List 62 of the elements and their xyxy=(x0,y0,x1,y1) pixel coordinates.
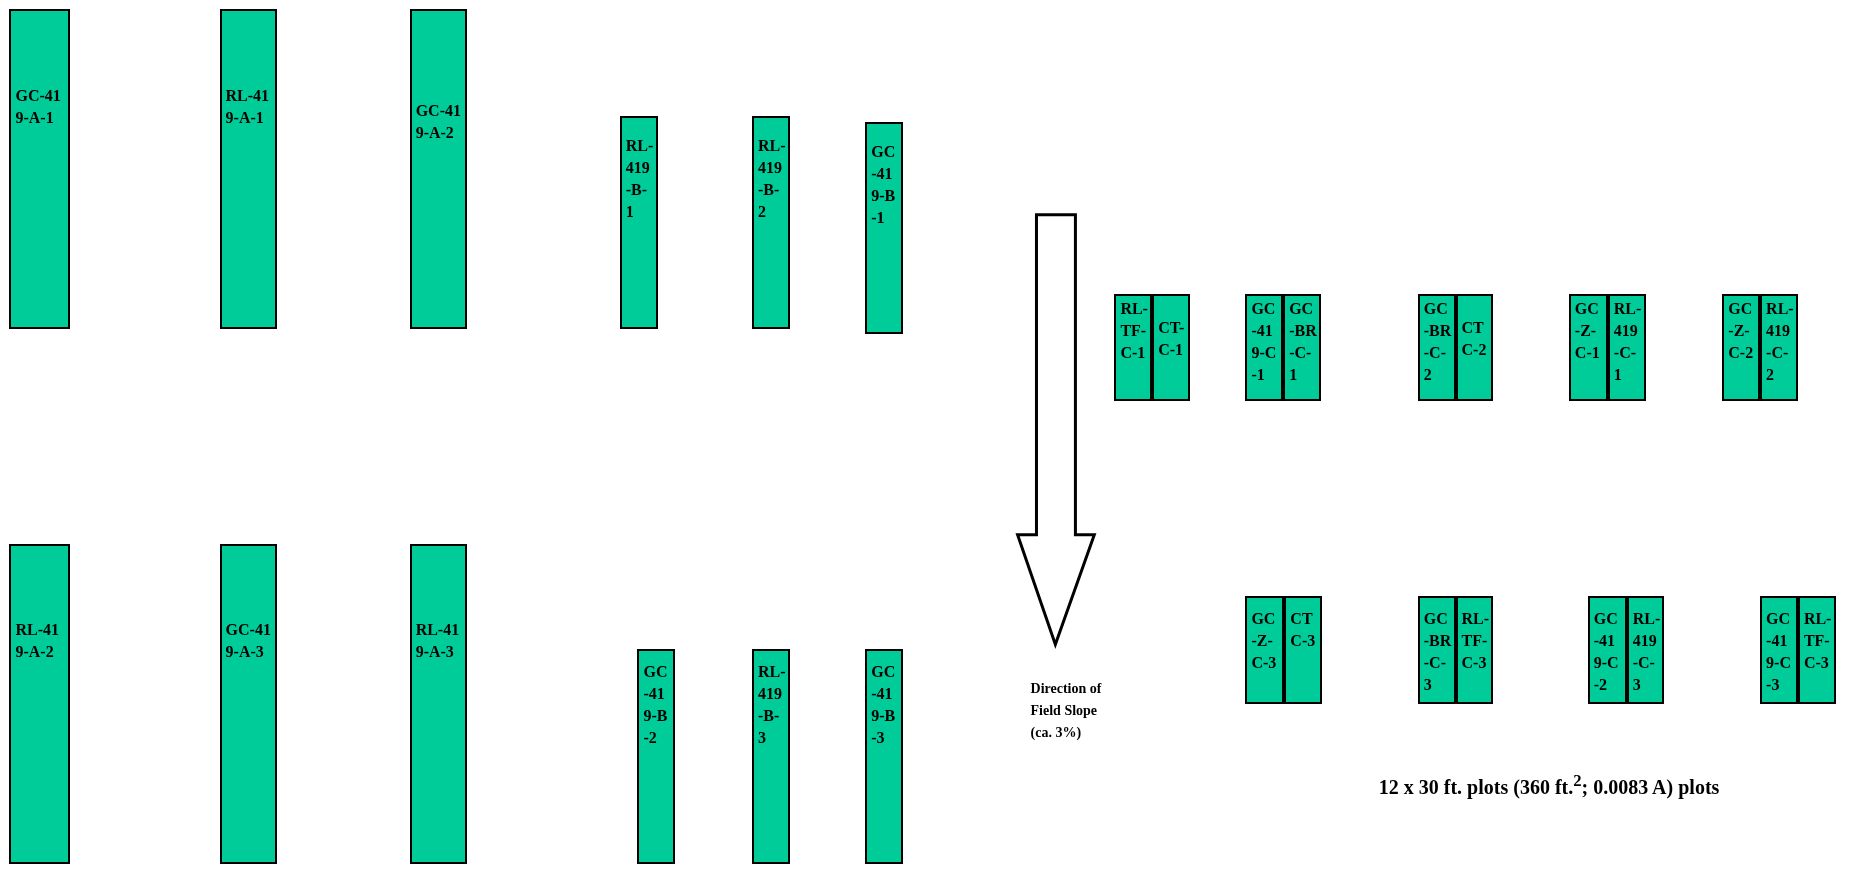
plot-box xyxy=(409,9,468,330)
plot-label: GC-419-C-3 xyxy=(1766,608,1792,695)
plot-box xyxy=(1568,293,1608,402)
plot-label: GC-Z-C-2 xyxy=(1728,299,1755,364)
plot-label: RL-419-C-2 xyxy=(1766,299,1794,386)
plot-box xyxy=(1152,293,1190,402)
plot-box xyxy=(219,544,278,865)
plot-box xyxy=(751,115,790,330)
plot-label: GC-419-A-1 xyxy=(15,85,62,128)
plot-label: GC-419-C-2 xyxy=(1593,608,1620,695)
plot-box xyxy=(1760,596,1798,704)
plot-box xyxy=(9,9,70,330)
slope-note: Direction of Field Slope (ca. 3%) xyxy=(1030,679,1103,742)
plot-label: GC-419-B-3 xyxy=(871,661,897,748)
plot-label: GC-Z-C-1 xyxy=(1574,299,1601,364)
plot-label: RL-419-C-3 xyxy=(1632,608,1661,695)
plot-label: GC-419-A-3 xyxy=(225,620,272,663)
plot-box xyxy=(1417,293,1456,402)
plot-box xyxy=(1722,293,1761,402)
plot-label: RL-419-A-3 xyxy=(415,620,461,663)
plot-box xyxy=(1760,293,1798,402)
plot-label: RL-419-B-2 xyxy=(757,136,786,223)
plot-label: RL-TF-C-1 xyxy=(1120,299,1149,364)
plot-box xyxy=(619,115,658,330)
plot-box xyxy=(865,649,904,865)
plot-label: CT-C-1 xyxy=(1158,318,1186,361)
plot-box xyxy=(1607,293,1646,402)
plot-label: GC-419-A-2 xyxy=(415,100,462,143)
plot-label: RL-419-A-1 xyxy=(225,85,271,128)
plot-box xyxy=(637,649,676,865)
plot-box xyxy=(1587,596,1627,704)
plot-box xyxy=(1626,596,1665,704)
plot-label: RL-419-A-2 xyxy=(15,620,60,663)
plot-label: RL-TF-C-3 xyxy=(1461,608,1490,673)
plot-box xyxy=(1245,596,1285,704)
plot-box xyxy=(1283,293,1321,402)
plot-box xyxy=(865,121,904,335)
plot-label: GC-419-C-1 xyxy=(1251,299,1278,386)
plot-box xyxy=(1245,293,1284,402)
plot-label: GC-Z-C-3 xyxy=(1251,608,1278,673)
plot-box xyxy=(409,544,468,865)
plot-box xyxy=(1284,596,1323,704)
plot-label: GC-419-B-2 xyxy=(643,661,669,748)
plot-label: CTC-3 xyxy=(1290,608,1317,651)
plot-label: CTC-2 xyxy=(1461,318,1488,361)
plot-label: RL-TF-C-3 xyxy=(1803,608,1832,673)
plot-box xyxy=(1114,293,1153,402)
plot-box xyxy=(1455,293,1494,402)
plot-label: RL-419-B-1 xyxy=(625,136,654,223)
plot-box xyxy=(1417,596,1456,704)
plot-label: RL-419-C-1 xyxy=(1613,299,1642,386)
plot-label: RL-419-B-3 xyxy=(757,661,786,748)
plot-label: GC-BR-C-1 xyxy=(1289,299,1317,386)
plot-size-note: 12 x 30 ft. plots (360 ft.$^{2}$; 0.0083 A) plots xyxy=(1378,770,1720,801)
plot-box xyxy=(219,9,278,330)
plot-box xyxy=(9,544,70,865)
plot-box xyxy=(751,649,790,865)
plot-box xyxy=(1797,596,1836,704)
plot-label: GC-419-B-1 xyxy=(871,142,897,229)
plot-label: GC-BR-C-2 xyxy=(1423,299,1452,386)
plot-box xyxy=(1455,596,1494,704)
plot-label: GC-BR-C-3 xyxy=(1423,608,1452,695)
